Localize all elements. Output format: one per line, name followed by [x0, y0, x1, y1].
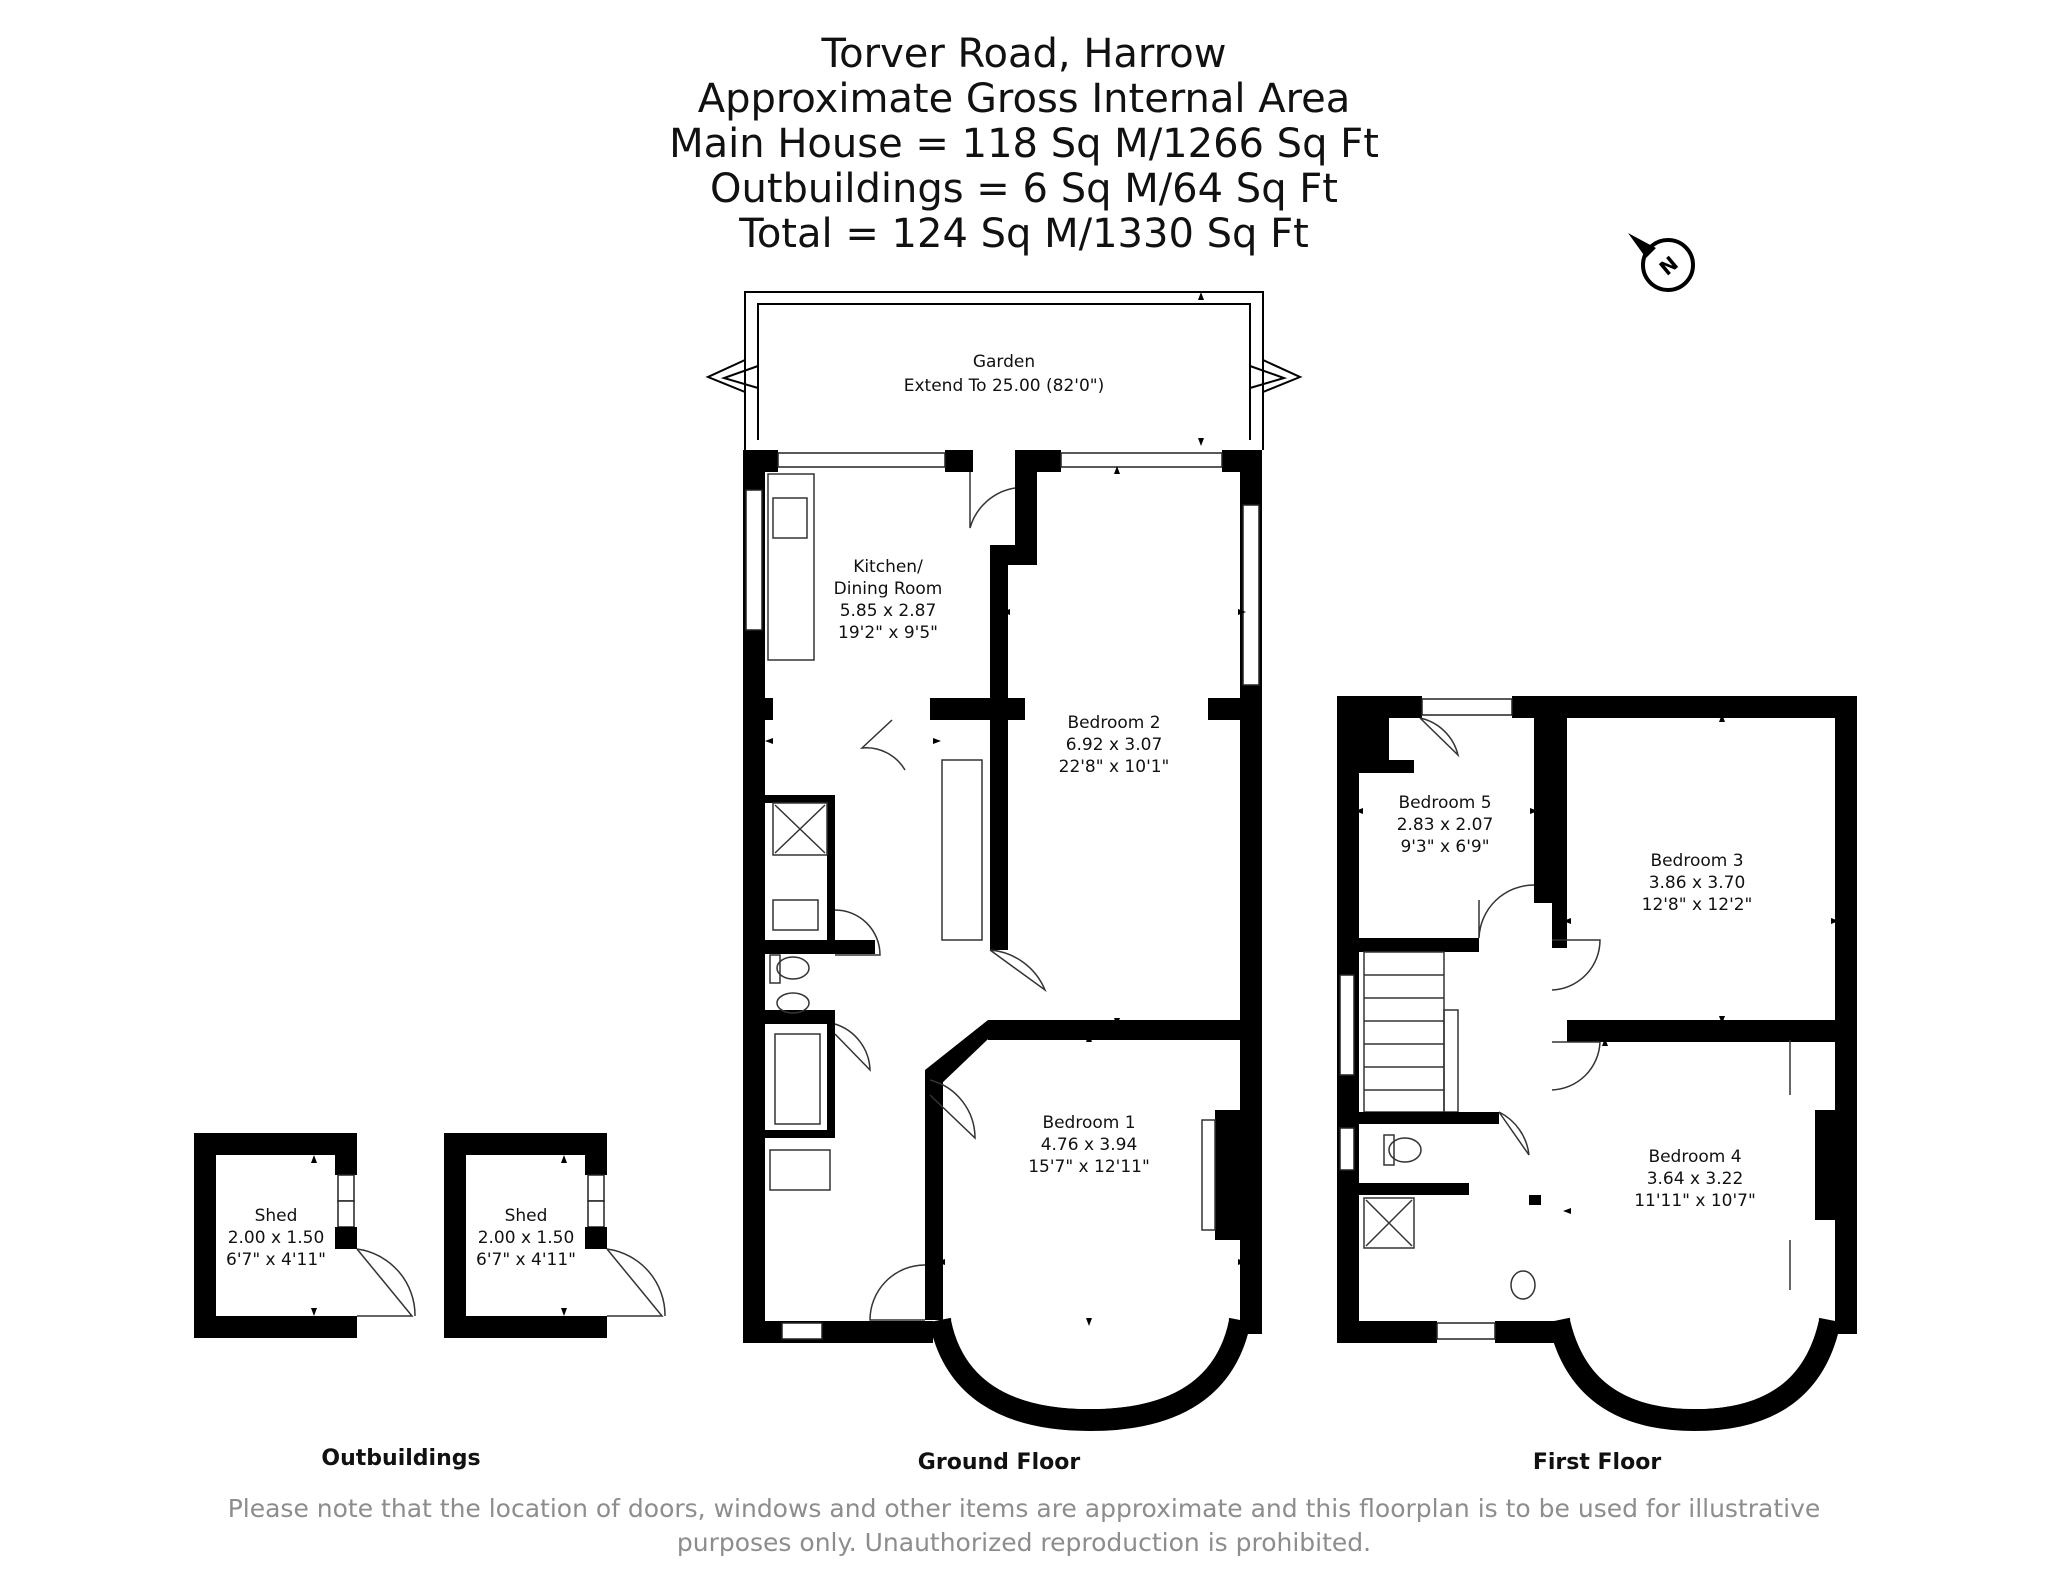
bedroom1-metric: 4.76 x 3.94 [1041, 1135, 1138, 1155]
first-floor-plan [1337, 696, 1857, 1432]
compass-icon: N [1628, 233, 1695, 292]
kitchen-name-2: Dining Room [834, 579, 943, 599]
bedroom4-metric: 3.64 x 3.22 [1647, 1169, 1744, 1189]
shed2-metric: 2.00 x 1.50 [478, 1228, 575, 1248]
bedroom3-metric: 3.86 x 3.70 [1649, 873, 1746, 893]
kitchen-metric: 5.85 x 2.87 [840, 601, 937, 621]
kitchen-imperial: 19'2" x 9'5" [838, 623, 938, 643]
bedroom2-metric: 6.92 x 3.07 [1066, 735, 1163, 755]
bedroom4-name: Bedroom 4 [1648, 1147, 1741, 1167]
shed2-imperial: 6'7" x 4'11" [476, 1250, 576, 1270]
total-area: Total = 124 Sq M/1330 Sq Ft [739, 211, 1309, 257]
bedroom1-name: Bedroom 1 [1042, 1113, 1135, 1133]
main-house-area: Main House = 118 Sq M/1266 Sq Ft [669, 121, 1379, 167]
shed1-imperial: 6'7" x 4'11" [226, 1250, 326, 1270]
garden-area: Garden Extend To 25.00 (82'0") [705, 291, 1303, 450]
bedroom2-name: Bedroom 2 [1067, 713, 1160, 733]
disclaimer-line-2: purposes only. Unauthorized reproduction… [676, 1528, 1372, 1557]
shed1-name: Shed [255, 1206, 298, 1226]
shed-2-plan: Shed 2.00 x 1.50 6'7" x 4'11" [444, 1133, 666, 1338]
shed2-name: Shed [505, 1206, 548, 1226]
plan-subtitle: Approximate Gross Internal Area [697, 76, 1351, 122]
kitchen-name-1: Kitchen/ [853, 557, 923, 577]
bedroom3-imperial: 12'8" x 12'2" [1642, 895, 1753, 915]
ground-floor-label: Ground Floor [918, 1450, 1081, 1475]
ground-floor-plan [743, 450, 1262, 1432]
bedroom1-imperial: 15'7" x 12'11" [1028, 1157, 1150, 1177]
bedroom5-name: Bedroom 5 [1398, 793, 1491, 813]
outbuildings-area: Outbuildings = 6 Sq M/64 Sq Ft [710, 166, 1338, 212]
plan-title: Torver Road, Harrow [821, 31, 1227, 77]
bedroom2-imperial: 22'8" x 10'1" [1059, 757, 1170, 777]
garden-label: Garden [973, 352, 1035, 372]
disclaimer-line-1: Please note that the location of doors, … [227, 1494, 1821, 1523]
shed-1-plan: Shed 2.00 x 1.50 6'7" x 4'11" [194, 1133, 416, 1338]
garden-extent: Extend To 25.00 (82'0") [904, 376, 1104, 396]
first-floor-label: First Floor [1533, 1450, 1661, 1475]
bedroom3-name: Bedroom 3 [1650, 851, 1743, 871]
shed1-metric: 2.00 x 1.50 [228, 1228, 325, 1248]
outbuildings-label: Outbuildings [321, 1446, 480, 1471]
bedroom5-imperial: 9'3" x 6'9" [1400, 837, 1489, 857]
bedroom4-imperial: 11'11" x 10'7" [1634, 1191, 1756, 1211]
bedroom5-metric: 2.83 x 2.07 [1397, 815, 1494, 835]
